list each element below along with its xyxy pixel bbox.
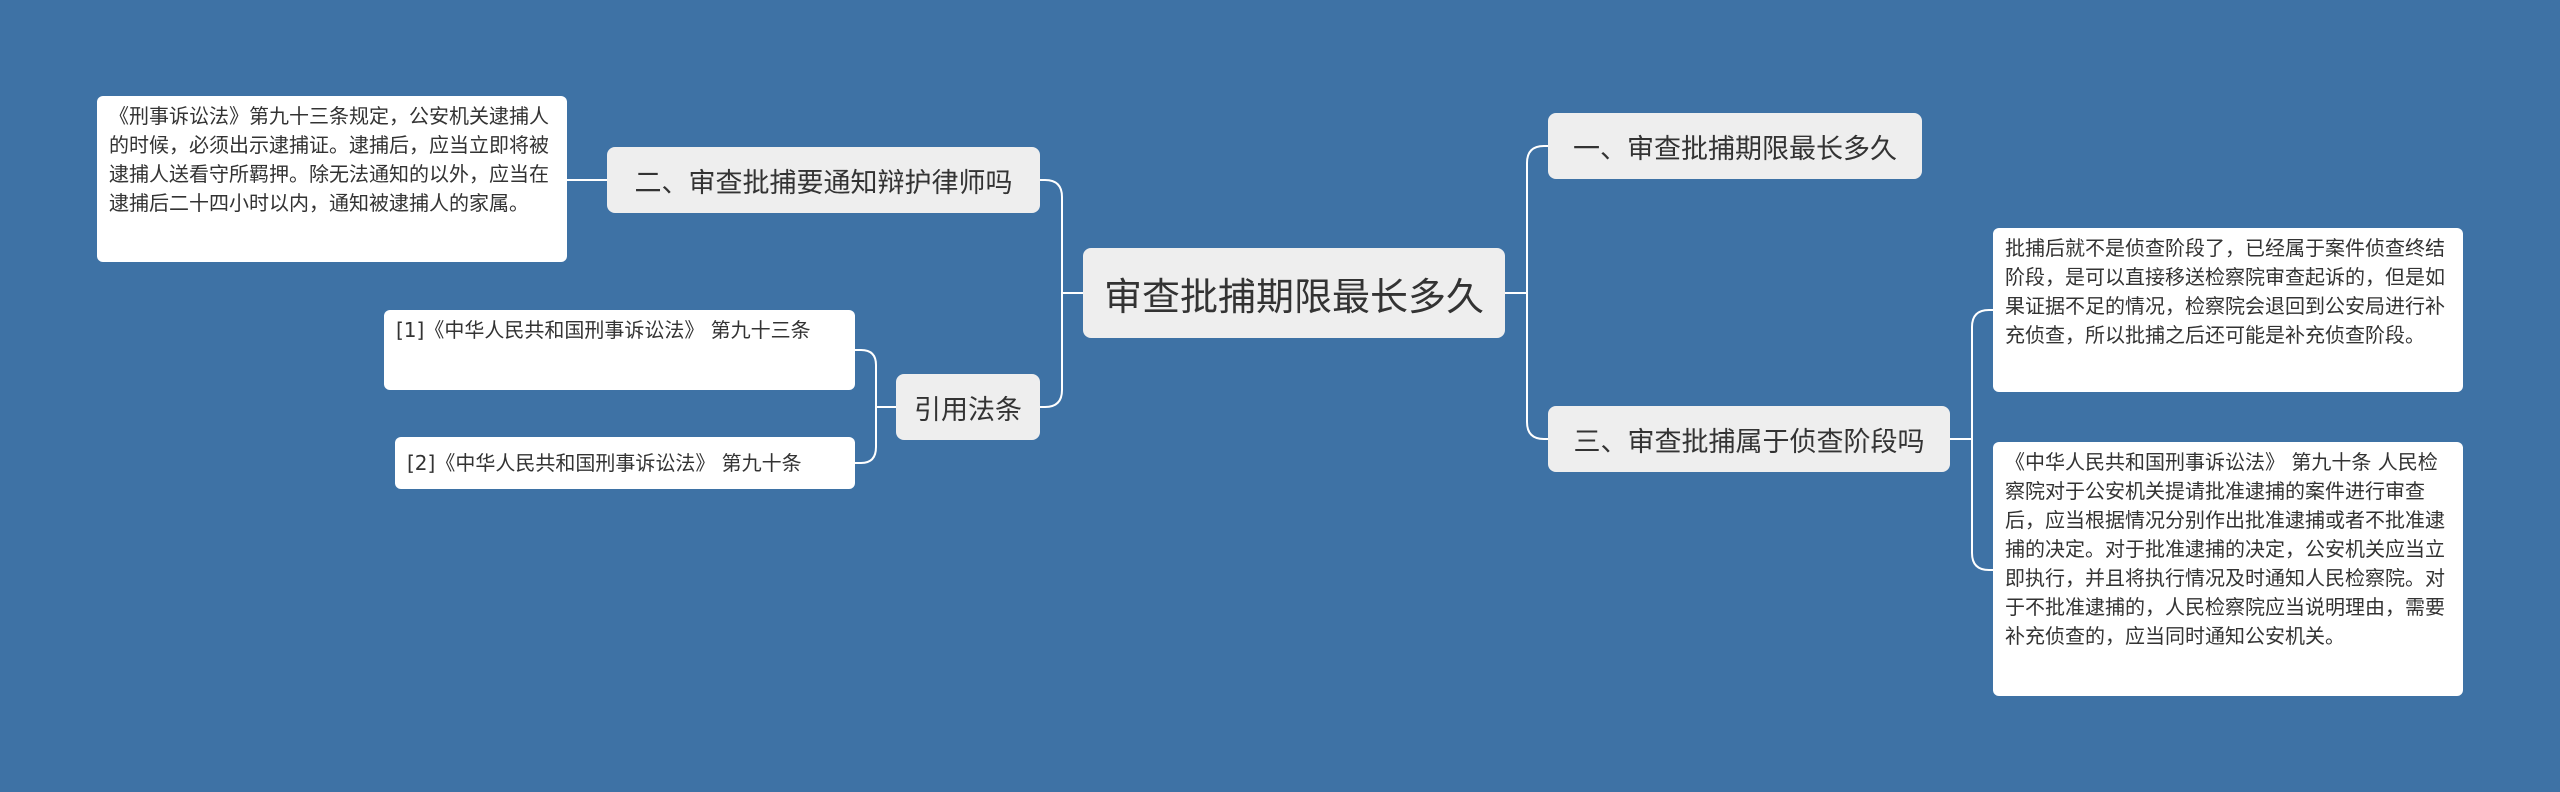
detail-article-93[interactable]: 《刑事诉讼法》第九十三条规定，公安机关逮捕人的时候，必须出示逮捕证。逮捕后，应当… <box>97 96 567 262</box>
branch-citations-label: 引用法条 <box>914 394 1022 426</box>
branch-investigation-stage-label: 三、审查批捕属于侦查阶段吗 <box>1573 426 1925 458</box>
connector-root-right-1 <box>1505 145 1548 294</box>
citation-item-2[interactable]: [2]《中华人民共和国刑事诉讼法》 第九十条 <box>395 437 855 489</box>
connector-cite-2 <box>855 407 877 464</box>
connector-stage-detail-1 <box>1950 309 1993 440</box>
connector-cite-1 <box>855 349 896 408</box>
detail-stage-explanation-text: 批捕后就不是侦查阶段了，已经属于案件侦查终结阶段，是可以直接移送检察院审查起诉的… <box>2005 236 2445 347</box>
citation-item-1-text: [1]《中华人民共和国刑事诉讼法》 第九十三条 <box>396 318 811 342</box>
detail-article-90[interactable]: 《中华人民共和国刑事诉讼法》 第九十条 人民检察院对于公安机关提请批准逮捕的案件… <box>1993 442 2463 696</box>
root-topic-label: 审查批捕期限最长多久 <box>1103 274 1484 319</box>
branch-lawyer-notice-label: 二、审查批捕要通知辩护律师吗 <box>634 167 1013 199</box>
connector-root-left-2 <box>1040 179 1083 294</box>
branch-investigation-stage[interactable]: 三、审查批捕属于侦查阶段吗 <box>1548 406 1950 472</box>
citation-item-1[interactable]: [1]《中华人民共和国刑事诉讼法》 第九十三条 <box>384 310 855 390</box>
citation-item-2-text: [2]《中华人民共和国刑事诉讼法》 第九十条 <box>407 450 802 475</box>
root-topic[interactable]: 审查批捕期限最长多久 <box>1083 248 1505 338</box>
detail-article-90-text: 《中华人民共和国刑事诉讼法》 第九十条 人民检察院对于公安机关提请批准逮捕的案件… <box>2005 450 2445 648</box>
branch-lawyer-notice[interactable]: 二、审查批捕要通知辩护律师吗 <box>607 147 1040 213</box>
branch-max-period[interactable]: 一、审查批捕期限最长多久 <box>1548 113 1922 179</box>
connector-root-right-3 <box>1526 293 1548 440</box>
connector-stage-detail-2 <box>1971 439 1993 571</box>
detail-article-93-text: 《刑事诉讼法》第九十三条规定，公安机关逮捕人的时候，必须出示逮捕证。逮捕后，应当… <box>109 104 549 215</box>
branch-citations[interactable]: 引用法条 <box>896 374 1040 440</box>
branch-max-period-label: 一、审查批捕期限最长多久 <box>1573 133 1897 165</box>
connector-root-left-cite <box>1040 293 1063 408</box>
detail-stage-explanation[interactable]: 批捕后就不是侦查阶段了，已经属于案件侦查终结阶段，是可以直接移送检察院审查起诉的… <box>1993 228 2463 392</box>
